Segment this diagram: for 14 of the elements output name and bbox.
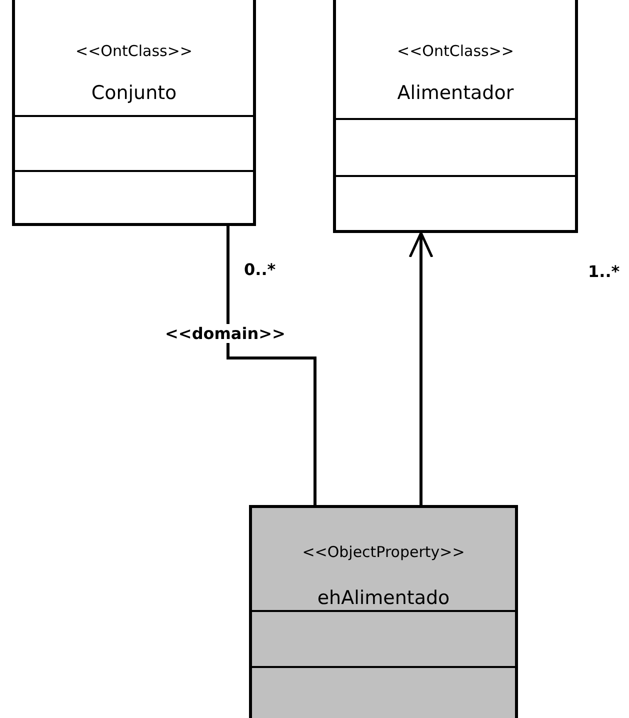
uml-class-box [249,505,518,718]
edge-label: <<domain>> [165,324,286,343]
uml-class-box [12,0,256,226]
uml-class-box [333,0,578,233]
multiplicity-label: 1..* [588,262,620,281]
connector [408,232,434,505]
stereotype-label: <<OntClass>> [74,42,194,60]
class-name: ehAlimentado [316,587,451,609]
connector [226,226,316,505]
stereotype-label: <<ObjectProperty>> [301,543,466,561]
class-name: Conjunto [90,82,178,104]
class-name: Alimentador [396,82,515,104]
multiplicity-label: 0..* [244,260,276,279]
stereotype-label: <<OntClass>> [396,42,515,60]
